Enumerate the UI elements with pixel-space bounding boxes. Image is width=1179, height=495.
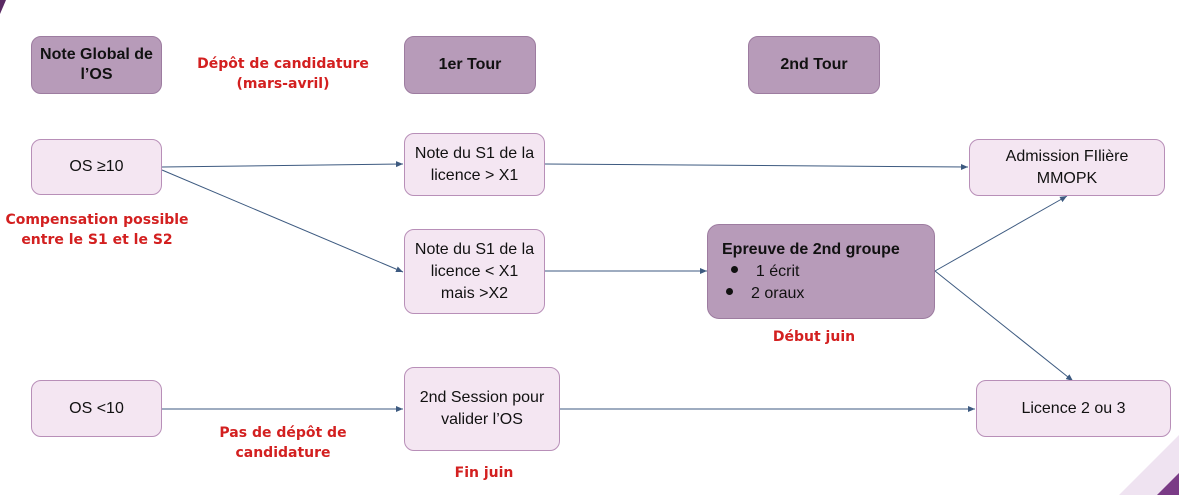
epreuve-item: 2 oraux <box>722 283 804 305</box>
bullet-icon <box>726 287 733 295</box>
node-second-session: 2nd Session pour valider l’OS <box>404 367 560 451</box>
header-tour-1-label: 1er Tour <box>438 56 502 73</box>
bullet-icon <box>730 265 738 273</box>
epreuve-item-label: 2 oraux <box>751 284 805 302</box>
annotation-depot: Dépôt de candidature (mars-avril) <box>197 56 369 92</box>
node-second-session-label: 2nd Session pour valider l’OS <box>419 389 545 428</box>
arrow-epreuve-to-admission <box>934 195 1068 272</box>
node-epreuve-2nd-groupe: Epreuve de 2nd groupe 1 écrit 2 oraux <box>707 224 935 319</box>
arrow-os-ge10-to-note-lt <box>161 169 404 273</box>
node-note-s1-gt-label: Note du S1 de la licence > X1 <box>414 144 535 184</box>
header-note-global-label: Note Global de l’OS <box>40 46 153 83</box>
epreuve-item-label: 1 écrit <box>755 262 800 280</box>
node-os-lt10-label: OS <10 <box>69 399 124 417</box>
node-admission: Admission FIlière MMOPK <box>969 139 1165 196</box>
corner-decoration-bottom-right-dark <box>1157 473 1179 495</box>
annotation-fin-juin: Fin juin <box>454 465 514 481</box>
node-licence-2-ou-3-label: Licence 2 ou 3 <box>1021 399 1126 417</box>
node-os-ge10-label: OS ≥10 <box>69 158 124 175</box>
arrow-os-ge10-to-note-gt <box>161 161 404 168</box>
annotation-compensation: Compensation possible entre le S1 et le … <box>5 212 189 248</box>
epreuve-item: 1 écrit <box>722 261 804 283</box>
corner-decoration-top-left <box>0 0 6 14</box>
arrow-note-gt-to-admission <box>544 163 969 170</box>
node-licence-2-ou-3: Licence 2 ou 3 <box>976 380 1171 437</box>
node-note-s1-lt-label: Note du S1 de la licence < X1 mais >X2 <box>414 240 535 302</box>
node-admission-label: Admission FIlière MMOPK <box>1005 147 1129 187</box>
arrow-epreuve-to-licence <box>934 270 1074 382</box>
header-tour-1: 1er Tour <box>404 36 536 94</box>
node-os-ge10: OS ≥10 <box>31 139 162 195</box>
header-note-global: Note Global de l’OS <box>31 36 162 94</box>
node-note-s1-gt: Note du S1 de la licence > X1 <box>404 133 545 196</box>
epreuve-list: 1 écrit 2 oraux <box>722 261 804 305</box>
epreuve-title: Epreuve de 2nd groupe <box>722 240 900 258</box>
header-tour-2-label: 2nd Tour <box>780 56 848 73</box>
node-note-s1-lt: Note du S1 de la licence < X1 mais >X2 <box>404 229 545 314</box>
header-tour-2: 2nd Tour <box>748 36 880 94</box>
annotation-pas-depot: Pas de dépôt de candidature <box>219 425 347 461</box>
node-os-lt10: OS <10 <box>31 380 162 437</box>
annotation-debut-juin: Début juin <box>772 329 856 345</box>
